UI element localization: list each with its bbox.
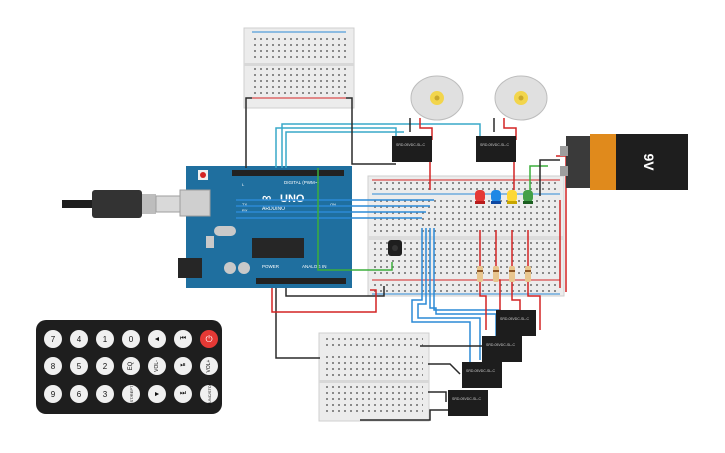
- remote-button-8[interactable]: 8: [44, 357, 62, 375]
- remote-button-vol-down[interactable]: VOL-: [148, 357, 166, 375]
- power-icon: ⏻: [205, 333, 213, 344]
- triangle-up-icon: ▲: [153, 335, 161, 343]
- resistors: [477, 266, 531, 282]
- wires-blue: [236, 199, 501, 382]
- remote-button-play-pause[interactable]: ⏯: [174, 357, 192, 375]
- remote-button-skip-fwd[interactable]: ⏭: [174, 385, 192, 403]
- remote-button-5[interactable]: 5: [70, 357, 88, 375]
- relay-3-label: SRD-05VDC-SL-C: [500, 317, 529, 321]
- arduino-logo: UNO: [280, 193, 305, 205]
- relay-5: SRD-05VDC-SL-C: [462, 362, 502, 388]
- skip-forward-icon: ⏭: [179, 390, 187, 397]
- remote-button-skip-back[interactable]: ⏮: [174, 330, 192, 348]
- remote-button-eq[interactable]: EQ: [122, 357, 140, 375]
- arduino-brand: ARDUINO: [262, 206, 285, 212]
- remote-button-2[interactable]: 2: [96, 357, 114, 375]
- remote-button-6[interactable]: 6: [70, 385, 88, 403]
- remote-button-9[interactable]: 9: [44, 385, 62, 403]
- wires-green: [317, 165, 548, 271]
- breadboard-main: [367, 175, 565, 297]
- relay-3: SRD-05VDC-SL-C: [496, 310, 536, 336]
- digital-label: DIGITAL (PWM~): [284, 180, 319, 185]
- ir-receiver: [388, 240, 402, 256]
- battery-label: 9V: [641, 153, 657, 171]
- usb-cable: [62, 190, 187, 218]
- relay-2: SRD-05VDC-SL-C: [476, 136, 516, 162]
- led-blue: [491, 190, 501, 204]
- breadboard-bottom: [318, 332, 430, 422]
- battery-9v: 9V: [560, 134, 688, 190]
- dc-motor-2: [494, 75, 548, 121]
- arduino-uno: ∞ UNO ARDUINO DIGITAL (PWM~) POWER ANALO…: [178, 166, 352, 288]
- skip-back-icon: ⏮: [179, 335, 187, 342]
- play-pause-icon: ⏯: [180, 362, 186, 369]
- power-label: POWER: [262, 264, 280, 269]
- remote-button-3[interactable]: 3: [96, 385, 114, 403]
- rx-label: RX: [242, 208, 248, 213]
- remote-button-4[interactable]: 4: [70, 330, 88, 348]
- remote-button-up[interactable]: ▲: [148, 330, 166, 348]
- remote-button-grid: 7 4 1 0 ▲ ⏮ ⏻ 8 5 2 EQ VOL- ⏯ VOL+ 9 6 3…: [44, 330, 218, 410]
- arduino-infinity-logo: ∞: [262, 190, 271, 205]
- breadboard-top: [243, 27, 355, 109]
- remote-button-vol-up[interactable]: VOL+: [200, 357, 218, 375]
- dc-motor-1: [410, 75, 464, 121]
- relay-1: SRD-05VDC-SL-C: [392, 136, 432, 162]
- analog-label: ANALOG IN: [302, 264, 327, 269]
- remote-button-7[interactable]: 7: [44, 330, 62, 348]
- relay-1-label: SRD-05VDC-SL-C: [396, 143, 425, 147]
- triangle-down-icon: ▼: [153, 390, 161, 398]
- relay-4: SRD-05VDC-SL-C: [482, 336, 522, 362]
- led-green: [523, 190, 533, 204]
- on-label: ON: [330, 202, 336, 207]
- remote-button-st-rept[interactable]: ST/REPT: [122, 385, 140, 403]
- led-yellow: [507, 190, 517, 204]
- relay-6-label: SRD-05VDC-SL-C: [452, 397, 481, 401]
- l-label: L: [242, 182, 245, 187]
- relay-6: SRD-05VDC-SL-C: [448, 390, 488, 416]
- led-red: [475, 190, 485, 204]
- relay-2-label: SRD-05VDC-SL-C: [480, 143, 509, 147]
- remote-button-0[interactable]: 0: [122, 330, 140, 348]
- remote-button-power[interactable]: ⏻: [200, 330, 218, 348]
- remote-button-1[interactable]: 1: [96, 330, 114, 348]
- relay-4-label: SRD-05VDC-SL-C: [486, 343, 515, 347]
- wires-cyan: [275, 123, 481, 168]
- remote-button-func-stop[interactable]: FUNC/STOP: [200, 382, 218, 406]
- remote-button-down[interactable]: ▼: [148, 385, 166, 403]
- tx-label: TX: [242, 202, 247, 207]
- relay-5-label: SRD-05VDC-SL-C: [466, 369, 495, 373]
